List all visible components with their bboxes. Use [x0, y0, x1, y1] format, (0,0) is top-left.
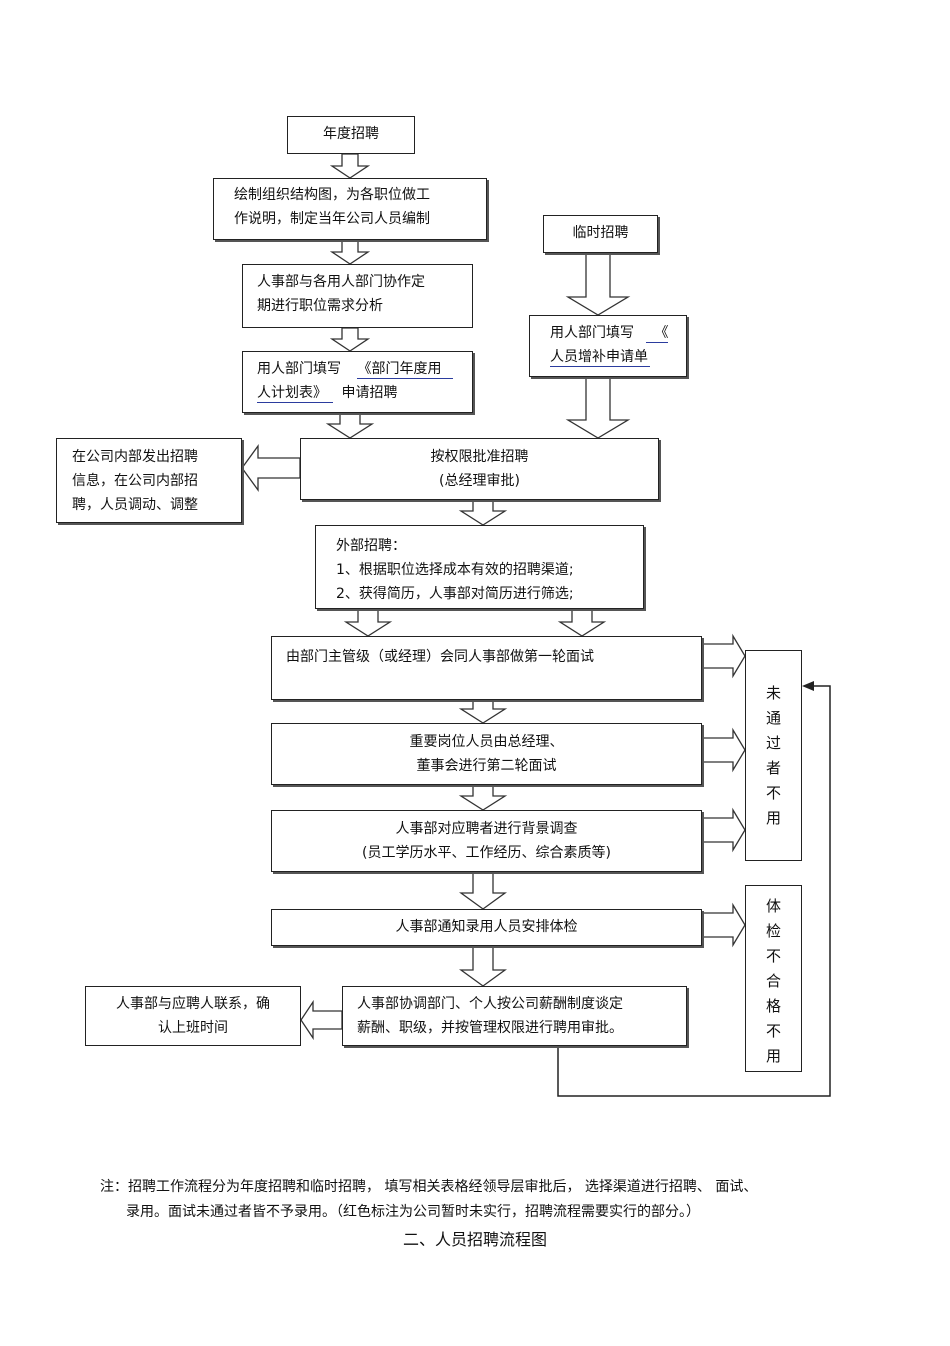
fail-physical-char-5: 格 [765, 997, 781, 1015]
background-line-2: (员工学历水平、工作经历、综合素质等) [362, 845, 611, 861]
dept-fill-temp-box: 用人部门填写 《 人员增补申请单 [529, 315, 687, 377]
second-interview-box: 重要岗位人员由总经理、 董事会进行第二轮面试 [271, 723, 702, 785]
annual-plan-form-link-2: 人计划表》 [257, 385, 333, 403]
needs-analysis-line-2: 期进行职位需求分析 [257, 298, 383, 314]
staff-supplement-form-link: 《 [646, 325, 669, 343]
salary-line-1: 人事部协调部门、个人按公司薪酬制度谈定 [357, 996, 623, 1012]
external-line-2: 1、根据职位选择成本有效的招聘渠道; [336, 562, 574, 578]
arrow-interview2-to-background [458, 784, 508, 811]
loopback-arrowhead [802, 681, 814, 691]
arrow-fill-to-approve [325, 412, 375, 439]
physical-exam-label: 人事部通知录用人员安排体检 [395, 919, 578, 935]
confirm-start-line-2: 认上班时间 [158, 1020, 228, 1036]
arrow-tempfill-to-approve [565, 376, 631, 439]
org-chart-box: 绘制组织结构图，为各职位做工 作说明，制定当年公司人员编制 [213, 178, 487, 240]
external-recruit-box: 外部招聘： 1、根据职位选择成本有效的招聘渠道; 2、获得简历，人事部对简历进行… [315, 525, 644, 609]
arrow-annual-to-org [329, 153, 371, 179]
arrow-external-to-interview-left [343, 608, 393, 637]
second-interview-line-1: 重要岗位人员由总经理、 [409, 734, 564, 750]
physical-exam-box: 人事部通知录用人员安排体检 [271, 909, 702, 946]
fail-physical-char-4: 合 [765, 972, 781, 990]
fail-interview-char-2: 通 [765, 709, 781, 727]
fail-interview-char-4: 者 [765, 759, 781, 777]
internal-recruit-box: 在公司内部发出招聘 信息，在公司内部招 聘，人员调动、调整 [56, 438, 242, 523]
org-chart-line-1: 绘制组织结构图，为各职位做工 [234, 187, 430, 203]
arrow-approve-to-external [458, 499, 508, 526]
dept-fill-temp-line-1: 用人部门填写 《 [550, 321, 686, 345]
fail-interview-char-3: 过 [765, 734, 781, 752]
internal-line-1: 在公司内部发出招聘 [72, 449, 198, 465]
confirm-start-box: 人事部与应聘人联系，确 认上班时间 [85, 986, 301, 1046]
salary-line-2: 薪酬、职级，并按管理权限进行聘用审批。 [357, 1020, 623, 1036]
arrow-physical-to-salary [459, 945, 507, 987]
fail-physical-char-7: 用 [765, 1047, 781, 1065]
approve-line-1: 按权限批准招聘 [430, 449, 529, 465]
arrow-salary-to-confirm [300, 999, 343, 1041]
arrow-org-to-analysis [329, 239, 371, 265]
arrow-approve-to-internal [241, 444, 301, 492]
approve-line-2: (总经理审批) [439, 473, 520, 489]
fail-interview-char-6: 用 [765, 809, 781, 827]
internal-line-3: 聘，人员调动、调整 [72, 497, 198, 513]
approve-box: 按权限批准招聘 (总经理审批) [300, 438, 659, 500]
note-line-2: 录用。面试未通过者皆不予录用。（红色标注为公司暂时未实行，招聘流程需要实行的部分… [126, 1204, 700, 1220]
confirm-start-line-1: 人事部与应聘人联系，确 [116, 996, 270, 1012]
interview-fail-box: 未 通 过 者 不 用 [745, 650, 802, 861]
annual-recruit-label: 年度招聘 [323, 126, 379, 142]
external-line-1: 外部招聘： [336, 538, 406, 554]
first-interview-box: 由部门主管级（或经理）会同人事部做第一轮面试 [271, 636, 702, 700]
note-line-1: 注：招聘工作流程分为年度招聘和临时招聘， 填写相关表格经领导层审批后， 选择渠道… [100, 1179, 758, 1195]
arrow-interview1-fail [701, 633, 746, 679]
org-chart-line-2: 作说明，制定当年公司人员编制 [234, 211, 430, 227]
dept-fill-temp-line-2: 人员增补申请单 [550, 345, 686, 369]
internal-line-2: 信息，在公司内部招 [72, 473, 198, 489]
arrow-external-to-interview-right [557, 608, 607, 637]
arrow-physical-fail [701, 902, 746, 948]
annual-recruit-box: 年度招聘 [287, 116, 415, 154]
dept-fill-annual-box: 用人部门填写 《部门年度用 人计划表》 申请招聘 [242, 351, 473, 413]
fail-interview-char-5: 不 [765, 784, 781, 802]
staff-supplement-form-link-2: 人员增补申请单 [550, 349, 650, 367]
temp-recruit-label: 临时招聘 [572, 225, 629, 241]
first-interview-label: 由部门主管级（或经理）会同人事部做第一轮面试 [286, 649, 594, 665]
salary-negotiation-box: 人事部协调部门、个人按公司薪酬制度谈定 薪酬、职级，并按管理权限进行聘用审批。 [342, 986, 687, 1046]
temp-recruit-box: 临时招聘 [543, 215, 658, 253]
fail-physical-char-2: 检 [765, 922, 781, 940]
arrow-interview1-to-2 [458, 699, 508, 724]
fail-interview-char-1: 未 [765, 684, 781, 702]
dept-fill-annual-line-1: 用人部门填写 《部门年度用 [257, 357, 472, 381]
dept-fill-annual-prefix: 用人部门填写 [257, 361, 341, 377]
needs-analysis-line-1: 人事部与各用人部门协作定 [257, 274, 425, 290]
background-check-box: 人事部对应聘者进行背景调查 (员工学历水平、工作经历、综合素质等) [271, 810, 702, 872]
arrow-analysis-to-fill [329, 327, 371, 352]
arrow-temp-to-fill [565, 252, 631, 316]
loopback-connector-line [557, 685, 831, 1097]
dept-fill-annual-suffix: 申请招聘 [341, 385, 398, 401]
arrow-interview2-fail [701, 727, 746, 773]
annual-plan-form-link: 《部门年度用 [357, 361, 454, 379]
dept-fill-annual-line-2: 人计划表》 申请招聘 [257, 381, 472, 405]
physical-fail-box: 体 检 不 合 格 不 用 [745, 885, 802, 1072]
arrow-background-fail [701, 807, 746, 853]
fail-physical-char-3: 不 [765, 947, 781, 965]
fail-physical-char-6: 不 [765, 1022, 781, 1040]
background-line-1: 人事部对应聘者进行背景调查 [395, 821, 578, 837]
dept-fill-temp-prefix: 用人部门填写 [550, 325, 634, 341]
fail-physical-char-1: 体 [765, 897, 781, 915]
second-interview-line-2: 董事会进行第二轮面试 [416, 758, 557, 774]
arrow-background-to-physical [459, 871, 507, 910]
needs-analysis-box: 人事部与各用人部门协作定 期进行职位需求分析 [242, 264, 473, 328]
external-line-3: 2、获得简历，人事部对简历进行筛选; [336, 586, 574, 602]
diagram-title: 二、人员招聘流程图 [402, 1230, 547, 1249]
